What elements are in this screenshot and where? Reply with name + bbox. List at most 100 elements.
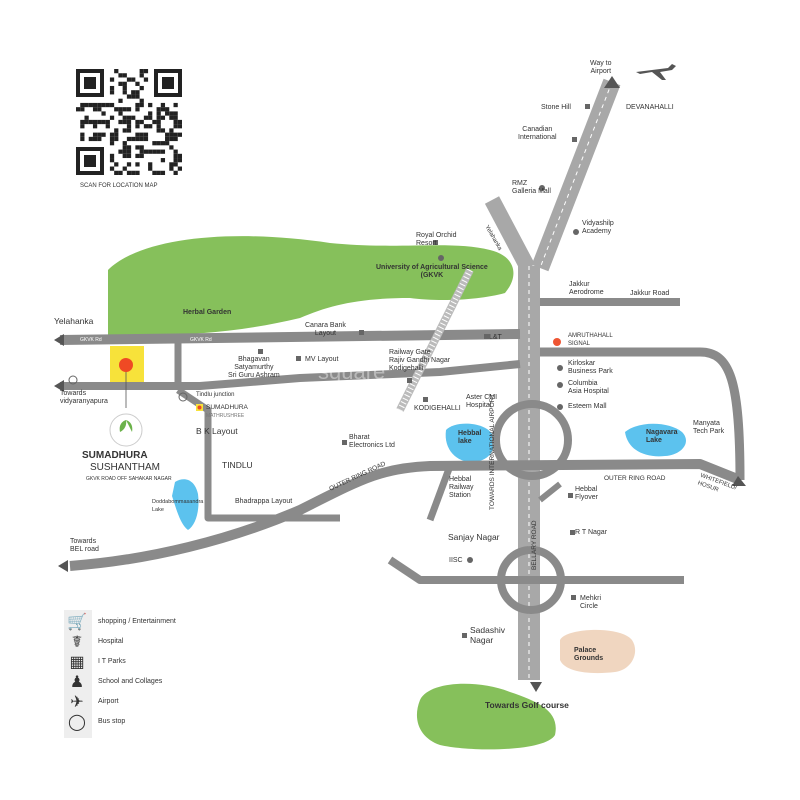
qr-module [122, 141, 127, 146]
qr-module [135, 119, 140, 125]
qr-module [114, 170, 119, 175]
qr-module [84, 102, 89, 108]
qr-module [109, 132, 115, 137]
qr-module [122, 119, 127, 125]
qr-module [173, 115, 178, 120]
qr-module [114, 162, 119, 167]
qr-module [139, 119, 144, 125]
qr-module [80, 107, 85, 112]
qr-module [109, 166, 115, 171]
qr-module [118, 170, 123, 175]
qr-module [131, 94, 136, 99]
qr-module [135, 136, 140, 142]
qr-module [173, 136, 178, 142]
qr-module [126, 119, 132, 125]
qr-module [143, 124, 149, 129]
qr-module [126, 153, 132, 159]
mekhri-label: Mehkri Circle [580, 595, 602, 610]
qr-module [156, 128, 161, 133]
qr-code [76, 69, 182, 175]
it-park-icon: ▦ [69, 654, 85, 671]
qr-module [109, 90, 115, 95]
jakkur-aero-label: Jakkur Aerodrome [569, 281, 604, 296]
qr-module [156, 149, 161, 154]
jakkur-road-label: Jakkur Road [630, 290, 670, 297]
qr-module [143, 69, 149, 74]
qr-module [101, 111, 106, 116]
iisc-label: IISC [449, 557, 463, 564]
lt-label: L&T [489, 334, 502, 341]
qr-module [173, 170, 178, 175]
qr-module [118, 81, 123, 86]
qr-module [148, 115, 153, 120]
doddabommasandra-lake [172, 479, 199, 530]
manyata-label: Manyata Tech Park [693, 420, 725, 435]
qr-module [122, 128, 127, 133]
qr-module [126, 77, 132, 82]
royal-orchid-label: Royal Orchid Resort [416, 232, 457, 247]
bhadrappa-label: Bhadrappa Layout [235, 498, 293, 505]
qr-module [177, 153, 182, 159]
qr-module [122, 81, 127, 86]
bus-stop-icon: ◯ [68, 714, 86, 731]
qr-module [143, 149, 149, 154]
railway-gate-label: Railway Gate Rajiv Gandhi Nagar Kodigeha… [389, 349, 451, 372]
project-logo [109, 413, 143, 447]
kodigehalli-label: KODIGEHALLI [414, 405, 461, 412]
qr-module [173, 149, 178, 154]
qr-module [126, 107, 132, 112]
qr-module [118, 119, 123, 125]
qr-module [148, 162, 153, 167]
qr-module [139, 136, 144, 142]
qr-module [173, 111, 178, 116]
qr-module [135, 94, 140, 99]
legend-it-parks: ▦ I T Parks [66, 654, 226, 672]
legend-bus-stop: ◯ Bus stop [66, 714, 226, 732]
columbia-label: Columbia Asia Hospital [568, 380, 609, 395]
qr-module [122, 73, 127, 78]
herbal-garden-label: Herbal Garden [183, 309, 232, 316]
qr-module [152, 119, 157, 125]
qr-module [152, 149, 157, 154]
palace-grounds-area [560, 629, 636, 674]
qr-module [118, 98, 123, 103]
qr-module [92, 136, 98, 142]
hebbal-lake [445, 423, 495, 463]
rt-nagar-label: R T Nagar [575, 529, 608, 536]
golf-green-area [416, 683, 556, 750]
qr-module [80, 124, 85, 129]
qr-module [143, 115, 149, 120]
qr-module [139, 73, 144, 78]
way-to-airport-label: Way to Airport [590, 60, 612, 75]
outer-ring-road-right: OUTER RING ROAD [604, 475, 666, 482]
qr-module [177, 132, 182, 137]
qr-module [160, 170, 166, 175]
qr-module [97, 102, 102, 108]
tindlu-label: TINDLU [222, 460, 253, 470]
qr-module [160, 128, 166, 133]
qr-module [122, 107, 127, 112]
tindlu-junction-label: Tindlu junction [196, 392, 235, 398]
qr-module [101, 119, 106, 125]
esteem-label: Esteem Mall [568, 403, 607, 410]
qr-module [173, 153, 178, 159]
qr-caption: SCAN FOR LOCATION MAP [80, 183, 158, 189]
sadashiv-label: Sadashiv Nagar [470, 625, 505, 645]
qr-module [173, 102, 178, 108]
qr-module [118, 107, 123, 112]
qr-module [160, 149, 166, 154]
qr-module [139, 153, 144, 159]
qr-module [135, 170, 140, 175]
uas-label: University of Agricultural Science (GKVK [376, 264, 488, 279]
palace-label: Palace Grounds [574, 647, 604, 662]
qr-module [135, 107, 140, 112]
qr-module [122, 166, 127, 171]
doddabommasandra-label: Doddabommasandra Lake [152, 499, 204, 513]
qr-module [109, 136, 115, 142]
qr-module [139, 69, 144, 74]
qr-module [135, 132, 140, 137]
qr-module [126, 115, 132, 120]
qr-module [105, 102, 110, 108]
qr-module [177, 158, 182, 163]
